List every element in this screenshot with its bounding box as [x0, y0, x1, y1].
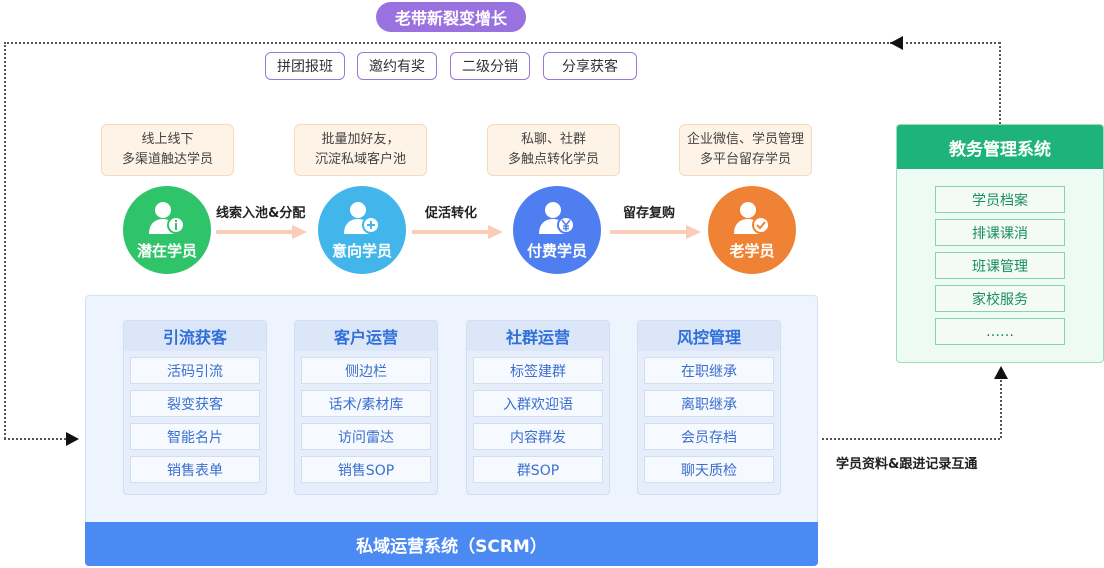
referral-growth-banner: 老带新裂变增长: [376, 2, 526, 32]
note-potential: 线上线下多渠道触达学员: [101, 124, 234, 176]
arrow-right-pointer-icon: [66, 432, 79, 446]
column-item: 侧边栏: [301, 357, 431, 384]
flow-arrow-3: [610, 225, 701, 239]
column-item: 访问雷达: [301, 423, 431, 450]
note-paid: 私聊、社群多触点转化学员: [487, 124, 620, 176]
column-title: 客户运营: [295, 321, 437, 351]
column-item: 裂变获客: [130, 390, 260, 417]
column-item: 聊天质检: [644, 456, 774, 483]
note-retained: 企业微信、学员管理多平台留存学员: [679, 124, 812, 176]
column-item: 销售SOP: [301, 456, 431, 483]
tag-group-class: 拼团报班: [265, 52, 345, 80]
column-item: 标签建群: [473, 357, 603, 384]
column-item: 话术/素材库: [301, 390, 431, 417]
user-yen-icon: [539, 202, 575, 234]
arrow-up-pointer-icon: [994, 366, 1008, 379]
scrm-column-community-ops: 社群运营 标签建群 入群欢迎语 内容群发 群SOP: [466, 320, 610, 495]
loop-line-left: [4, 42, 6, 439]
scrm-title-bar: 私域运营系统（SCRM）: [85, 522, 818, 566]
user-plus-icon: [344, 202, 380, 234]
stage-intent-student: 意向学员: [318, 186, 406, 274]
flow-arrow-1: [216, 225, 307, 239]
column-item: 会员存档: [644, 423, 774, 450]
column-item: 在职继承: [644, 357, 774, 384]
arrow-left-pointer-icon: [890, 36, 903, 50]
edu-title: 教务管理系统: [897, 125, 1103, 169]
column-title: 引流获客: [124, 321, 266, 351]
stage-returning-student: 老学员: [708, 186, 796, 274]
column-item: 销售表单: [130, 456, 260, 483]
note-intent: 批量加好友，沉淀私域客户池: [294, 124, 427, 176]
tag-two-level-distribution: 二级分销: [450, 52, 530, 80]
link-label: 学员资料&跟进记录互通: [836, 457, 978, 472]
edu-item: 家校服务: [935, 285, 1065, 312]
tag-invite-reward: 邀约有奖: [357, 52, 437, 80]
column-item: 活码引流: [130, 357, 260, 384]
column-item: 入群欢迎语: [473, 390, 603, 417]
scrm-column-risk-control: 风控管理 在职继承 离职继承 会员存档 聊天质检: [637, 320, 781, 495]
edu-item-more: ……: [935, 318, 1065, 345]
column-title: 社群运营: [467, 321, 609, 351]
loop-line-top: [4, 42, 892, 44]
loop-line-bottom-left: [4, 438, 66, 440]
stage-paid-student: 付费学员: [513, 186, 601, 274]
stage-potential-student: 潜在学员: [123, 186, 211, 274]
column-item: 群SOP: [473, 456, 603, 483]
link-line-horizontal: [822, 438, 1000, 440]
scrm-column-customer-ops: 客户运营 侧边栏 话术/素材库 访问雷达 销售SOP: [294, 320, 438, 495]
edu-item: 班课管理: [935, 252, 1065, 279]
loop-line-top-right: [906, 42, 1000, 44]
column-item: 内容群发: [473, 423, 603, 450]
transition-label-2: 促活转化: [425, 206, 478, 221]
link-line-vertical: [1000, 380, 1002, 438]
column-item: 智能名片: [130, 423, 260, 450]
column-title: 风控管理: [638, 321, 780, 351]
scrm-column-acquisition: 引流获客 活码引流 裂变获客 智能名片 销售表单: [123, 320, 267, 495]
transition-label-1: 线索入池&分配: [216, 206, 306, 221]
transition-label-3: 留存复购: [623, 206, 676, 221]
user-check-icon: [734, 202, 770, 234]
edu-item: 学员档案: [935, 186, 1065, 213]
user-info-icon: [149, 202, 185, 234]
flow-arrow-2: [412, 225, 503, 239]
edu-item: 排课课消: [935, 219, 1065, 246]
tag-share-acquire: 分享获客: [543, 52, 637, 80]
edu-management-panel: 教务管理系统 学员档案 排课课消 班课管理 家校服务 ……: [896, 124, 1104, 363]
loop-line-right: [999, 42, 1001, 124]
column-item: 离职继承: [644, 390, 774, 417]
